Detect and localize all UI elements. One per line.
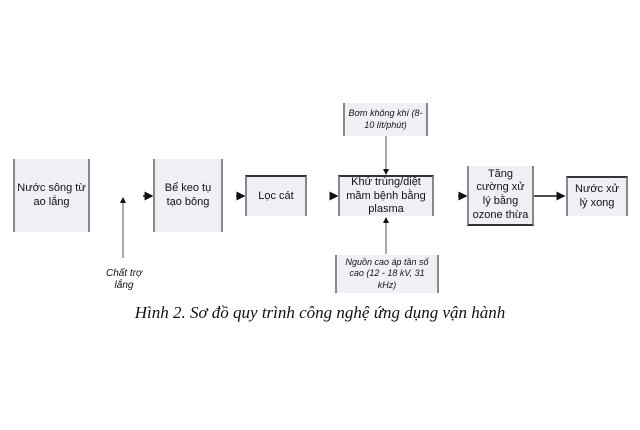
node-source: Nước sông từ ao lắng bbox=[13, 159, 90, 232]
node-label: Nguồn cao áp tần số cao (12 - 18 kV, 31 … bbox=[345, 257, 429, 290]
node-sand-filter: Lọc cát bbox=[245, 175, 307, 216]
additive-label: Chất trợ lắng bbox=[105, 268, 143, 291]
node-flocculation: Bể keo tụ tạo bông bbox=[153, 159, 223, 232]
node-label: Bể keo tụ tạo bông bbox=[164, 181, 212, 208]
figure-caption: Hình 2. Sơ đồ quy trình công nghệ ứng dụ… bbox=[134, 303, 506, 322]
node-label: Nước xử lý xong bbox=[575, 183, 619, 209]
node-air-pump: Bơm không khí (8-10 lít/phút) bbox=[343, 103, 428, 136]
node-plasma: Khử trùng/diệt mầm bệnh bằng plasma bbox=[338, 175, 434, 216]
node-label: Tăng cường xử lý bằng ozone thừa bbox=[472, 167, 529, 221]
node-ozone: Tăng cường xử lý bằng ozone thừa bbox=[467, 166, 534, 226]
node-label: Bơm không khí (8-10 lít/phút) bbox=[348, 108, 423, 130]
node-output: Nước xử lý xong bbox=[566, 176, 628, 216]
node-power-supply: Nguồn cao áp tần số cao (12 - 18 kV, 31 … bbox=[335, 255, 439, 293]
node-label: Nước sông từ ao lắng bbox=[17, 181, 86, 208]
node-label: Lọc cát bbox=[258, 189, 294, 202]
node-label: Khử trùng/diệt mầm bệnh bằng plasma bbox=[346, 175, 426, 216]
